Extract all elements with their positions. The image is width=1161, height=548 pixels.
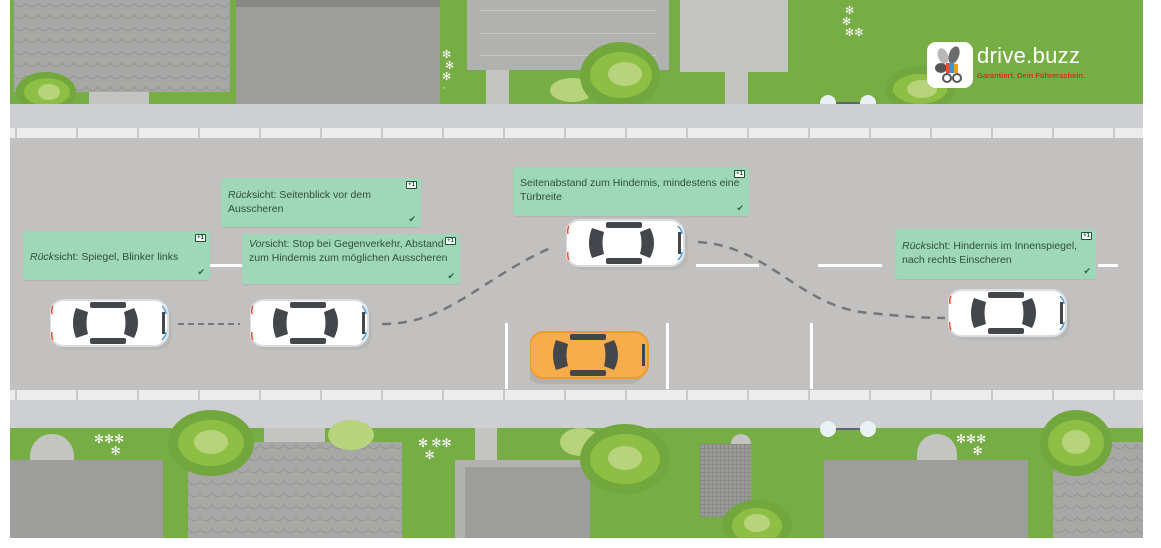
check-icon: ✔: [736, 203, 744, 213]
driving-path: [178, 240, 946, 326]
check-icon: ✔: [408, 214, 416, 224]
parking-line: [505, 323, 508, 389]
lane-marking: [210, 264, 250, 267]
note-mirror-signal: +1 Rücksicht: Spiegel, Blinker links ✔: [23, 231, 210, 280]
roof-bottom-2-inner: [465, 467, 590, 538]
car-step-2: [249, 298, 372, 357]
flowers: ✻✻ ✻✻: [842, 5, 864, 39]
driveway: [486, 70, 509, 104]
flowers: ✻✻✻ ✻: [956, 432, 987, 458]
parking-line: [666, 323, 669, 389]
roof-flat-bottom-right: [824, 460, 1028, 538]
roof-flat-bottom-left: [10, 460, 163, 538]
brand-logo-icon: [927, 42, 973, 88]
brand-tagline: Garantiert. Dein Führerschein.: [977, 71, 1085, 80]
driving-scene: ✻ ✻✻· ✻✻ ✻✻ drive.buzz Garantiert. Dein …: [10, 0, 1143, 538]
bush: [560, 424, 670, 494]
driveway-arch: [30, 434, 74, 462]
driveway: [475, 428, 497, 462]
note-keyword: Vor: [249, 238, 265, 250]
parked-obstacle-car: [526, 330, 652, 389]
car-step-4: [947, 288, 1070, 347]
lane-marking: [696, 264, 759, 267]
note-side-glance: +1 Rücksicht: Seitenblick vor dem Aussch…: [221, 178, 421, 227]
roof-flat-top: [236, 0, 440, 111]
parking-line: [810, 323, 813, 389]
lane-marking: [1098, 264, 1118, 267]
roof-flat-light: [680, 0, 788, 72]
note-keyword: Rück: [30, 251, 54, 263]
flowers: ✻✻✻ ✻: [94, 432, 125, 458]
sidewalk-top: [10, 104, 1143, 128]
flowers: ✻ ✻✻ ✻: [418, 436, 452, 462]
curb-top: [10, 128, 1143, 138]
note-keyword: Rück: [902, 240, 926, 252]
check-icon: ✔: [197, 267, 205, 277]
note-merge-right: +1 Rücksicht: Hindernis im Innenspiegel,…: [895, 229, 1096, 279]
note-side-distance: +1 Seitenabstand zum Hindernis, mindeste…: [513, 167, 749, 216]
points-badge: +1: [1081, 232, 1092, 240]
flowers: ✻ ✻✻·: [442, 49, 455, 94]
lane-marking: [818, 264, 882, 267]
points-badge: +1: [734, 170, 745, 178]
note-keyword: Rück: [228, 189, 252, 201]
check-icon: ✔: [447, 271, 455, 281]
points-badge: +1: [195, 234, 206, 242]
bush: [328, 420, 374, 450]
car-step-1: [49, 298, 172, 357]
note-text: sicht: Stop bei Gegenverkehr, Abstand zu…: [249, 238, 448, 264]
check-icon: ✔: [1083, 266, 1091, 276]
note-text: sicht: Spiegel, Blinker links: [53, 251, 179, 263]
note-text: Seitenabstand zum Hindernis, mindestens …: [520, 177, 740, 203]
bush: [168, 410, 254, 476]
points-badge: +1: [406, 181, 417, 189]
bush: [1040, 410, 1112, 476]
roof-edge: [236, 0, 440, 7]
bee-icon: [935, 46, 962, 83]
points-badge: +1: [445, 237, 456, 245]
brand-name: drive.buzz: [977, 43, 1081, 68]
driveway: [89, 92, 149, 104]
bike-rack: [820, 421, 876, 437]
roof-grid: [700, 444, 751, 517]
driveway: [264, 428, 325, 442]
car-step-3: [565, 218, 688, 277]
driveway-arch: [917, 434, 957, 462]
note-stop-oncoming: +1 Vorsicht: Stop bei Gegenverkehr, Abst…: [242, 234, 460, 284]
note-text: sicht: Hindernis im Innenspiegel, nach r…: [902, 240, 1078, 266]
bush: [722, 500, 792, 538]
driveway: [725, 72, 748, 104]
note-text: sicht: Seitenblick vor dem Ausscheren: [228, 189, 371, 215]
curb-bottom: [10, 390, 1143, 400]
bush: [550, 42, 660, 110]
